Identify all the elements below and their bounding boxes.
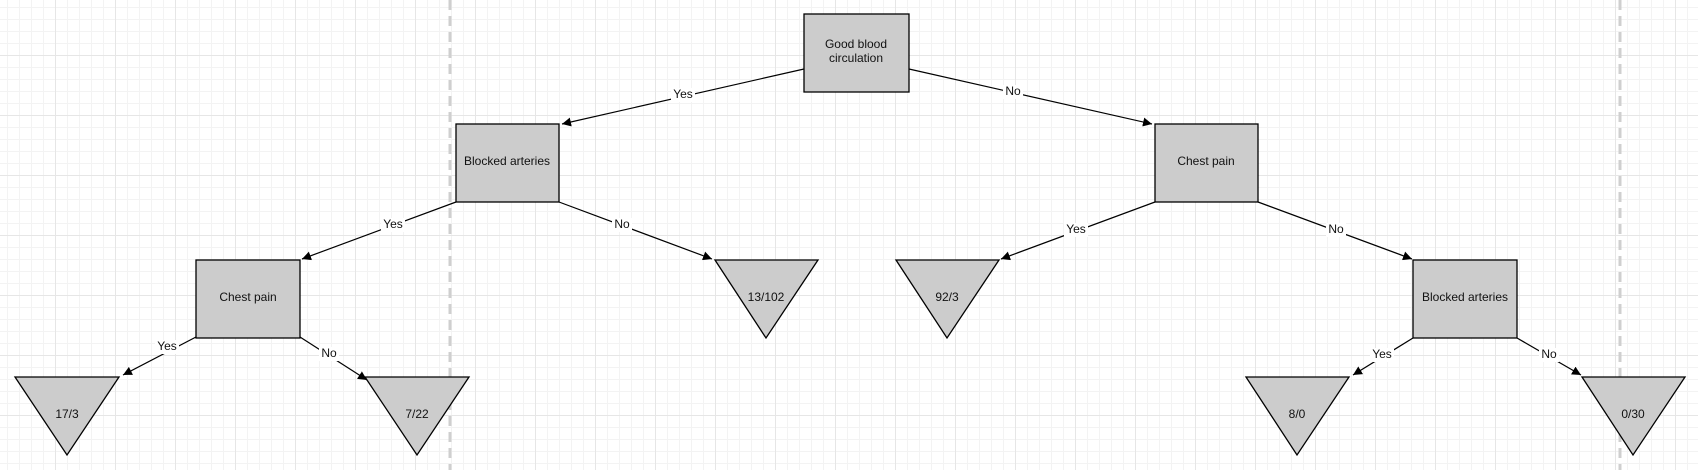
node-label: Blocked arteries: [464, 154, 550, 168]
edge-label-root-right: No: [1005, 84, 1021, 98]
edge-label-rightright-leaf6: No: [1541, 347, 1557, 361]
edge-label-right-rightright: No: [1328, 222, 1344, 236]
leaf-label: 13/102: [748, 290, 785, 304]
leaf-label: 0/30: [1621, 407, 1645, 421]
edge-label-rightright-leaf5: Yes: [1372, 347, 1392, 361]
edge-label-left-leaf3: No: [614, 217, 630, 231]
edge-label-right-leaf4: Yes: [1066, 222, 1086, 236]
node-label-line: Good blood: [825, 37, 887, 51]
leaf-node-3[interactable]: 13/102: [713, 259, 820, 340]
leaf-label: 7/22: [405, 407, 429, 421]
leaf-label: 8/0: [1289, 407, 1306, 421]
leaf-node-4[interactable]: 92/3: [894, 259, 1001, 340]
decision-node-blocked-arteries[interactable]: Blocked arteries: [455, 123, 560, 203]
edge-label-left-leftleft: Yes: [383, 217, 403, 231]
edge-label-leftleft-leaf1: Yes: [157, 339, 177, 353]
decision-node-chest-pain-left[interactable]: Chest pain: [195, 259, 301, 339]
leaf-label: 17/3: [55, 407, 79, 421]
node-label: Chest pain: [219, 290, 276, 304]
node-label: Blocked arteries: [1422, 290, 1508, 304]
edge-root-right[interactable]: [908, 68, 1153, 127]
edge-label-leftleft-leaf2: No: [321, 346, 337, 360]
edge-left-leftleft[interactable]: [301, 201, 457, 261]
edges: [122, 68, 1582, 381]
node-label: Chest pain: [1177, 154, 1234, 168]
leaf-node-1[interactable]: 17/3: [13, 376, 121, 457]
edge-left-leaf3[interactable]: [558, 201, 713, 261]
edge-label-root-left: Yes: [673, 87, 693, 101]
leaf-node-5[interactable]: 8/0: [1244, 376, 1351, 457]
leaf-node-6[interactable]: 0/30: [1580, 376, 1687, 457]
node-label-line: circulation: [829, 51, 883, 65]
decision-node-root[interactable]: Good blood circulation: [803, 13, 910, 93]
leaf-label: 92/3: [935, 290, 959, 304]
edge-leftleft-leaf1[interactable]: [122, 336, 197, 376]
decision-node-chest-pain[interactable]: Chest pain: [1154, 123, 1259, 203]
decision-node-blocked-arteries-right[interactable]: Blocked arteries: [1412, 259, 1518, 339]
edge-labels: Yes No Yes No Yes No Yes No Yes No: [155, 84, 1559, 362]
leaf-node-2[interactable]: 7/22: [363, 376, 471, 457]
